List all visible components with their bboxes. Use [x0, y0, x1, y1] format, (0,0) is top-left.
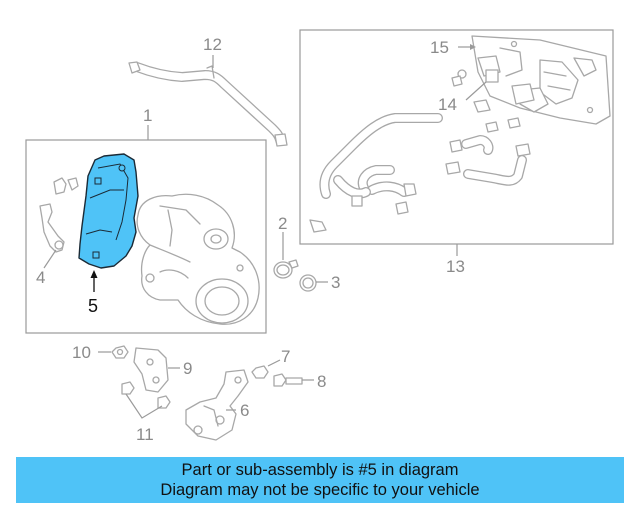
callout-8[interactable]: 8 [317, 372, 326, 391]
part-8-bolt[interactable] [273, 373, 303, 387]
callout-7[interactable]: 7 [281, 347, 290, 366]
leader-5-arrowhead [90, 270, 98, 278]
callout-4[interactable]: 4 [36, 268, 45, 287]
banner-line-1: Part or sub-assembly is #5 in diagram [181, 461, 459, 479]
turbocharger [136, 193, 260, 325]
callout-12[interactable]: 12 [203, 35, 222, 54]
part-2-clamp[interactable] [273, 259, 299, 279]
part-14-valve[interactable] [451, 55, 535, 105]
banner-line-2: Diagram may not be specific to your vehi… [160, 481, 480, 499]
part-11-bolts[interactable] [121, 381, 171, 409]
leader-11 [125, 393, 163, 419]
info-banner: Part or sub-assembly is #5 in diagram Di… [16, 457, 624, 503]
box-13-hoses [309, 99, 531, 233]
part-9-bracket[interactable] [133, 347, 169, 393]
part-7-nut[interactable] [251, 365, 269, 379]
part-10-nut[interactable] [111, 345, 129, 359]
callout-1[interactable]: 1 [143, 106, 152, 125]
callout-2[interactable]: 2 [278, 214, 287, 233]
part-15-bracket-plate[interactable] [471, 35, 611, 125]
assembly-box-1 [25, 139, 267, 334]
callout-10[interactable]: 10 [72, 343, 91, 362]
callout-15[interactable]: 15 [430, 38, 449, 57]
callout-6[interactable]: 6 [240, 401, 249, 420]
callout-5[interactable]: 5 [88, 296, 98, 316]
callout-13[interactable]: 13 [446, 257, 465, 276]
callout-3[interactable]: 3 [331, 273, 340, 292]
part-12-pipe[interactable] [128, 61, 288, 147]
leader-14 [465, 81, 487, 101]
part-4-bracket[interactable] [39, 177, 79, 253]
part-5-heat-shield[interactable] [78, 153, 139, 269]
part-3-gasket[interactable] [299, 274, 317, 292]
leader-4 [43, 249, 57, 269]
part-6-bracket[interactable] [185, 369, 249, 441]
callout-14[interactable]: 14 [438, 95, 457, 114]
callout-11[interactable]: 11 [136, 425, 154, 444]
leader-15-arrowhead [470, 44, 476, 50]
leader-7 [267, 359, 281, 367]
callout-9[interactable]: 9 [183, 359, 192, 378]
